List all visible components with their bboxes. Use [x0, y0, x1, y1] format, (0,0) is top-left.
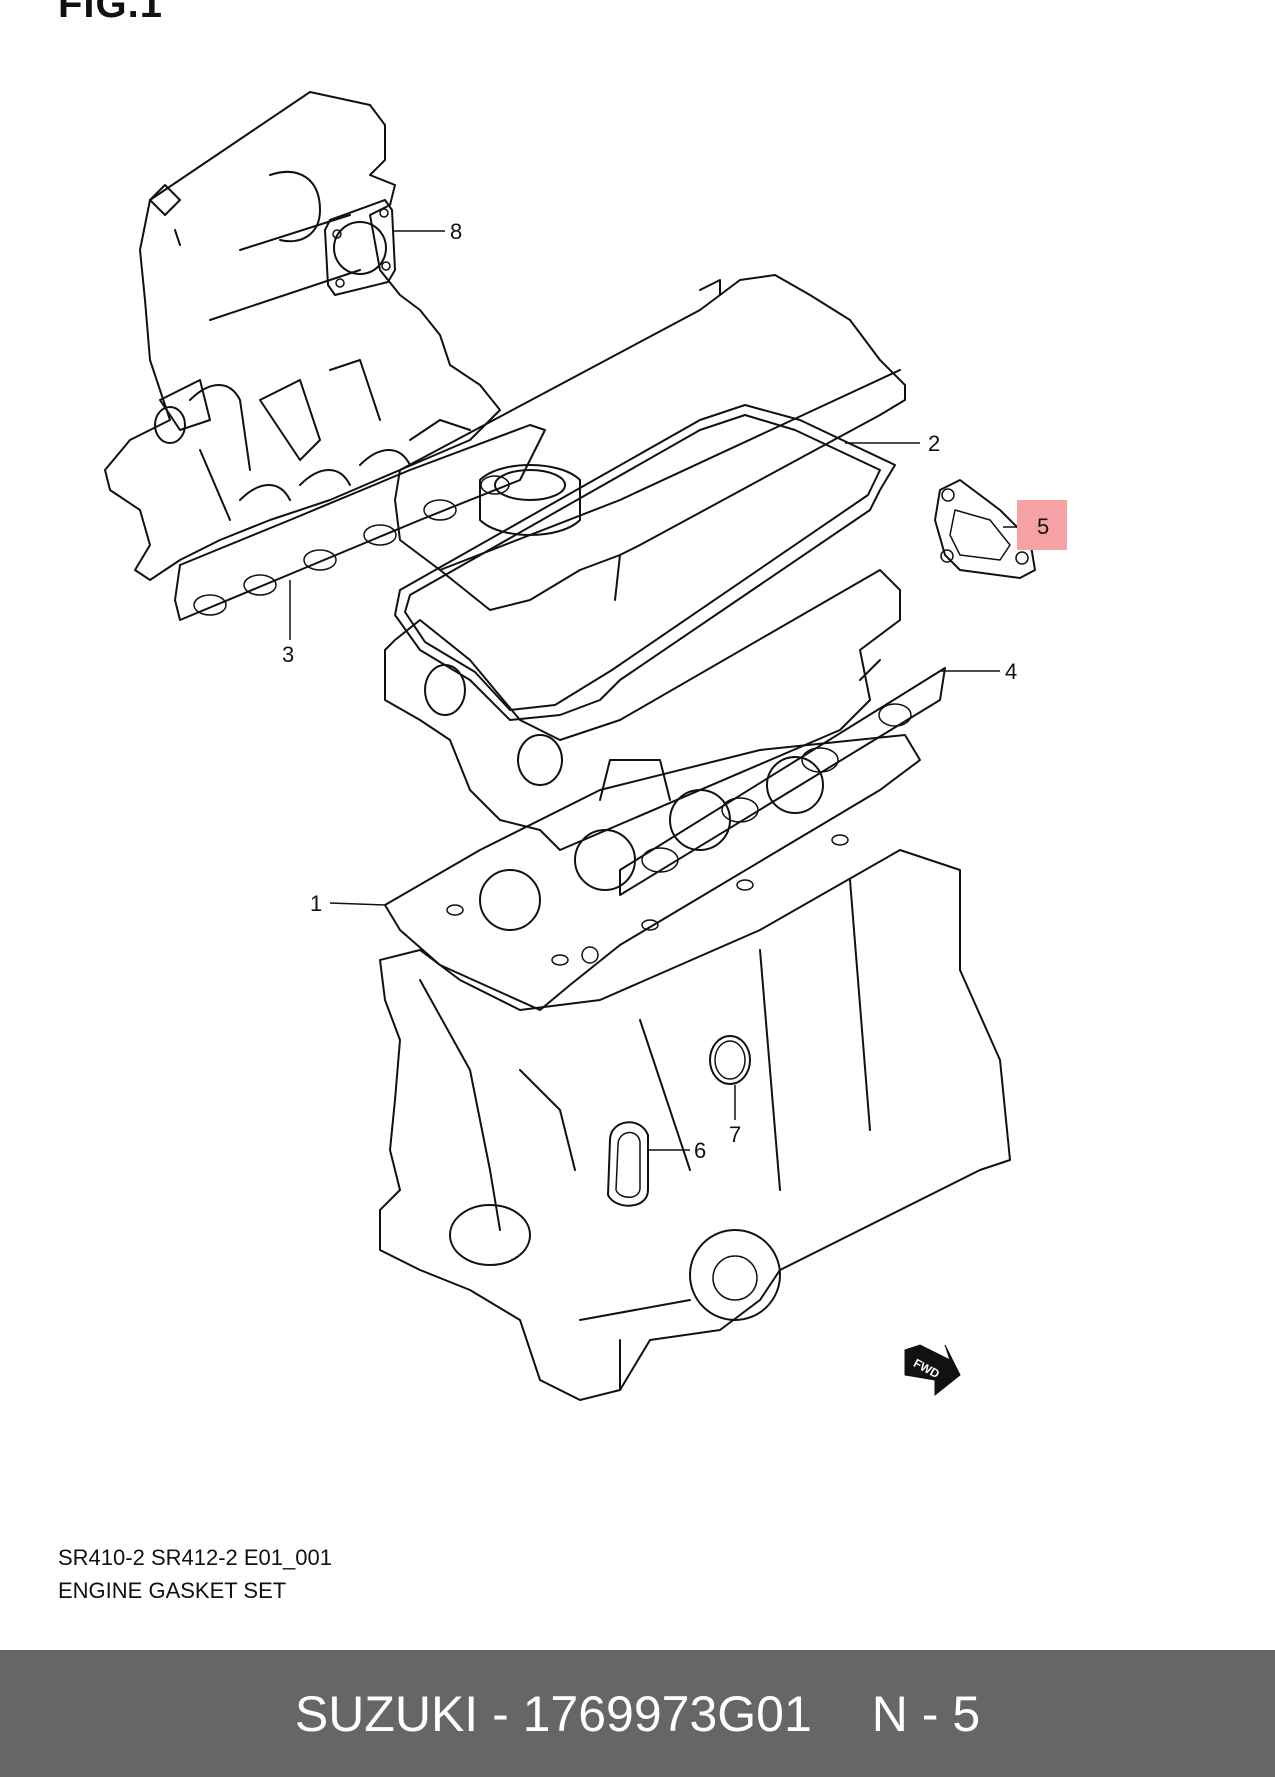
callout-labels: 1 2 3 4 5 6 7 8 [282, 219, 1067, 1163]
callout-7[interactable]: 7 [729, 1122, 741, 1147]
gasket-6 [607, 1121, 690, 1207]
callout-6[interactable]: 6 [694, 1138, 706, 1163]
footer-position: N - 5 [871, 1685, 981, 1742]
footer-bar: SUZUKI - 1769973G01 N - 5 [0, 1650, 1275, 1777]
throttle-gasket-8 [324, 199, 445, 296]
head-gasket-1 [329, 734, 921, 1011]
diagram-title: ENGINE GASKET SET [58, 1578, 287, 1603]
intake-manifold [104, 91, 501, 581]
callout-5[interactable]: 5 [1037, 514, 1049, 539]
intake-gasket-3 [174, 424, 546, 640]
diagram-code: SR410-2 SR412-2 E01_001 [58, 1545, 332, 1570]
head-cover [394, 274, 906, 611]
engine-gasket-diagram: FWD 1 2 3 4 5 6 7 8 [104, 91, 1067, 1401]
callout-2[interactable]: 2 [928, 431, 940, 456]
exhaust-gasket-4 [619, 667, 1000, 896]
figure-label: FIG.1 [58, 0, 164, 26]
callout-8[interactable]: 8 [450, 219, 462, 244]
fwd-arrow: FWD [904, 1344, 961, 1397]
callout-5-highlight [1017, 500, 1067, 550]
footer-part-number: SUZUKI - 1769973G01 [294, 1685, 812, 1742]
cylinder-head [384, 569, 901, 851]
o-ring-7 [709, 1035, 751, 1120]
callout-4[interactable]: 4 [1005, 659, 1017, 684]
cylinder-block [379, 849, 1011, 1401]
water-outlet-gasket-5 [934, 479, 1036, 579]
callout-3[interactable]: 3 [282, 642, 294, 667]
head-cover-gasket-2 [394, 404, 920, 721]
callout-1[interactable]: 1 [310, 891, 322, 916]
